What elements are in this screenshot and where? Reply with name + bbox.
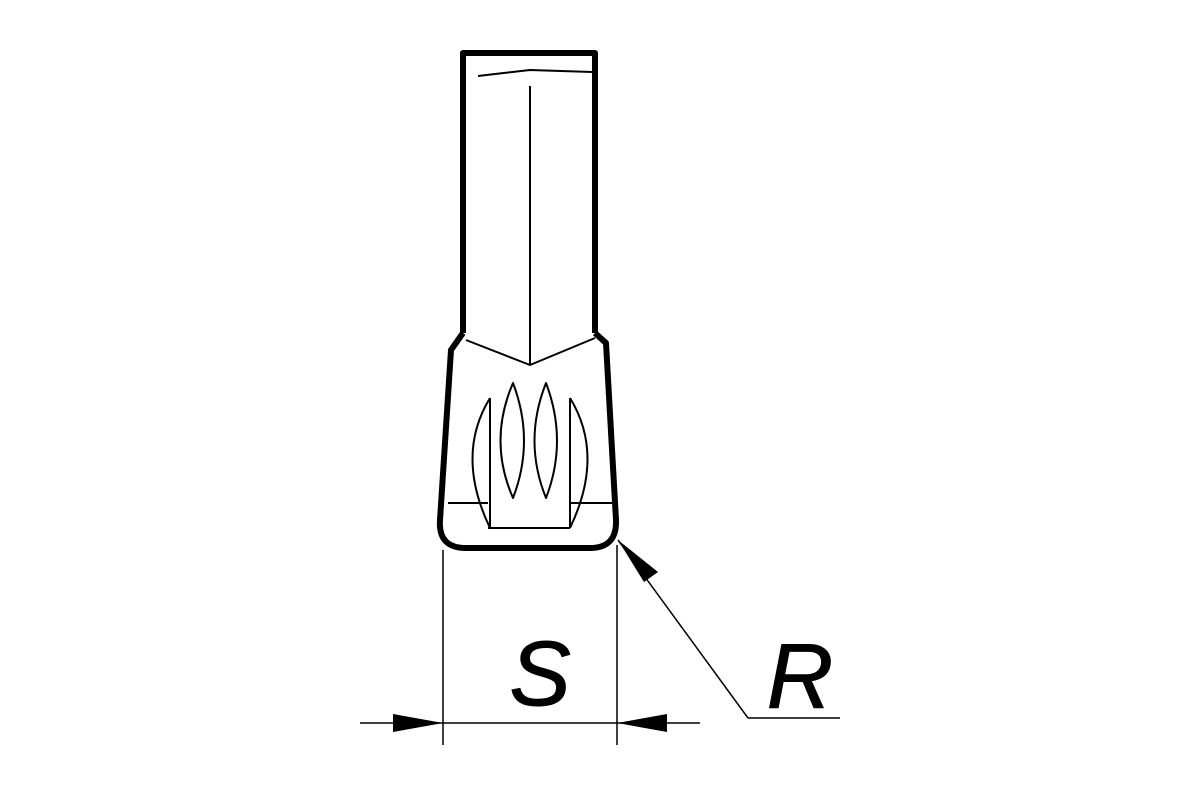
spline-left	[471, 397, 491, 529]
spline-inner-right	[533, 382, 558, 499]
dimension-label-s: S	[509, 623, 570, 725]
dimension-s: S	[360, 545, 700, 745]
dimension-arrow-right	[617, 714, 667, 732]
shank-top-chamfer	[477, 69, 593, 77]
shank-outline	[460, 50, 598, 333]
dimension-label-r: R	[767, 626, 833, 728]
radius-arrow	[618, 540, 658, 582]
head-chamfer-v	[465, 337, 596, 366]
head-outline	[436, 330, 620, 551]
spline-right	[569, 397, 589, 529]
bit-shank	[460, 50, 598, 365]
dimension-r: R	[617, 539, 840, 729]
bit-head	[436, 330, 620, 551]
spline-inner-left	[499, 382, 525, 499]
dimension-arrow-left	[393, 714, 443, 732]
